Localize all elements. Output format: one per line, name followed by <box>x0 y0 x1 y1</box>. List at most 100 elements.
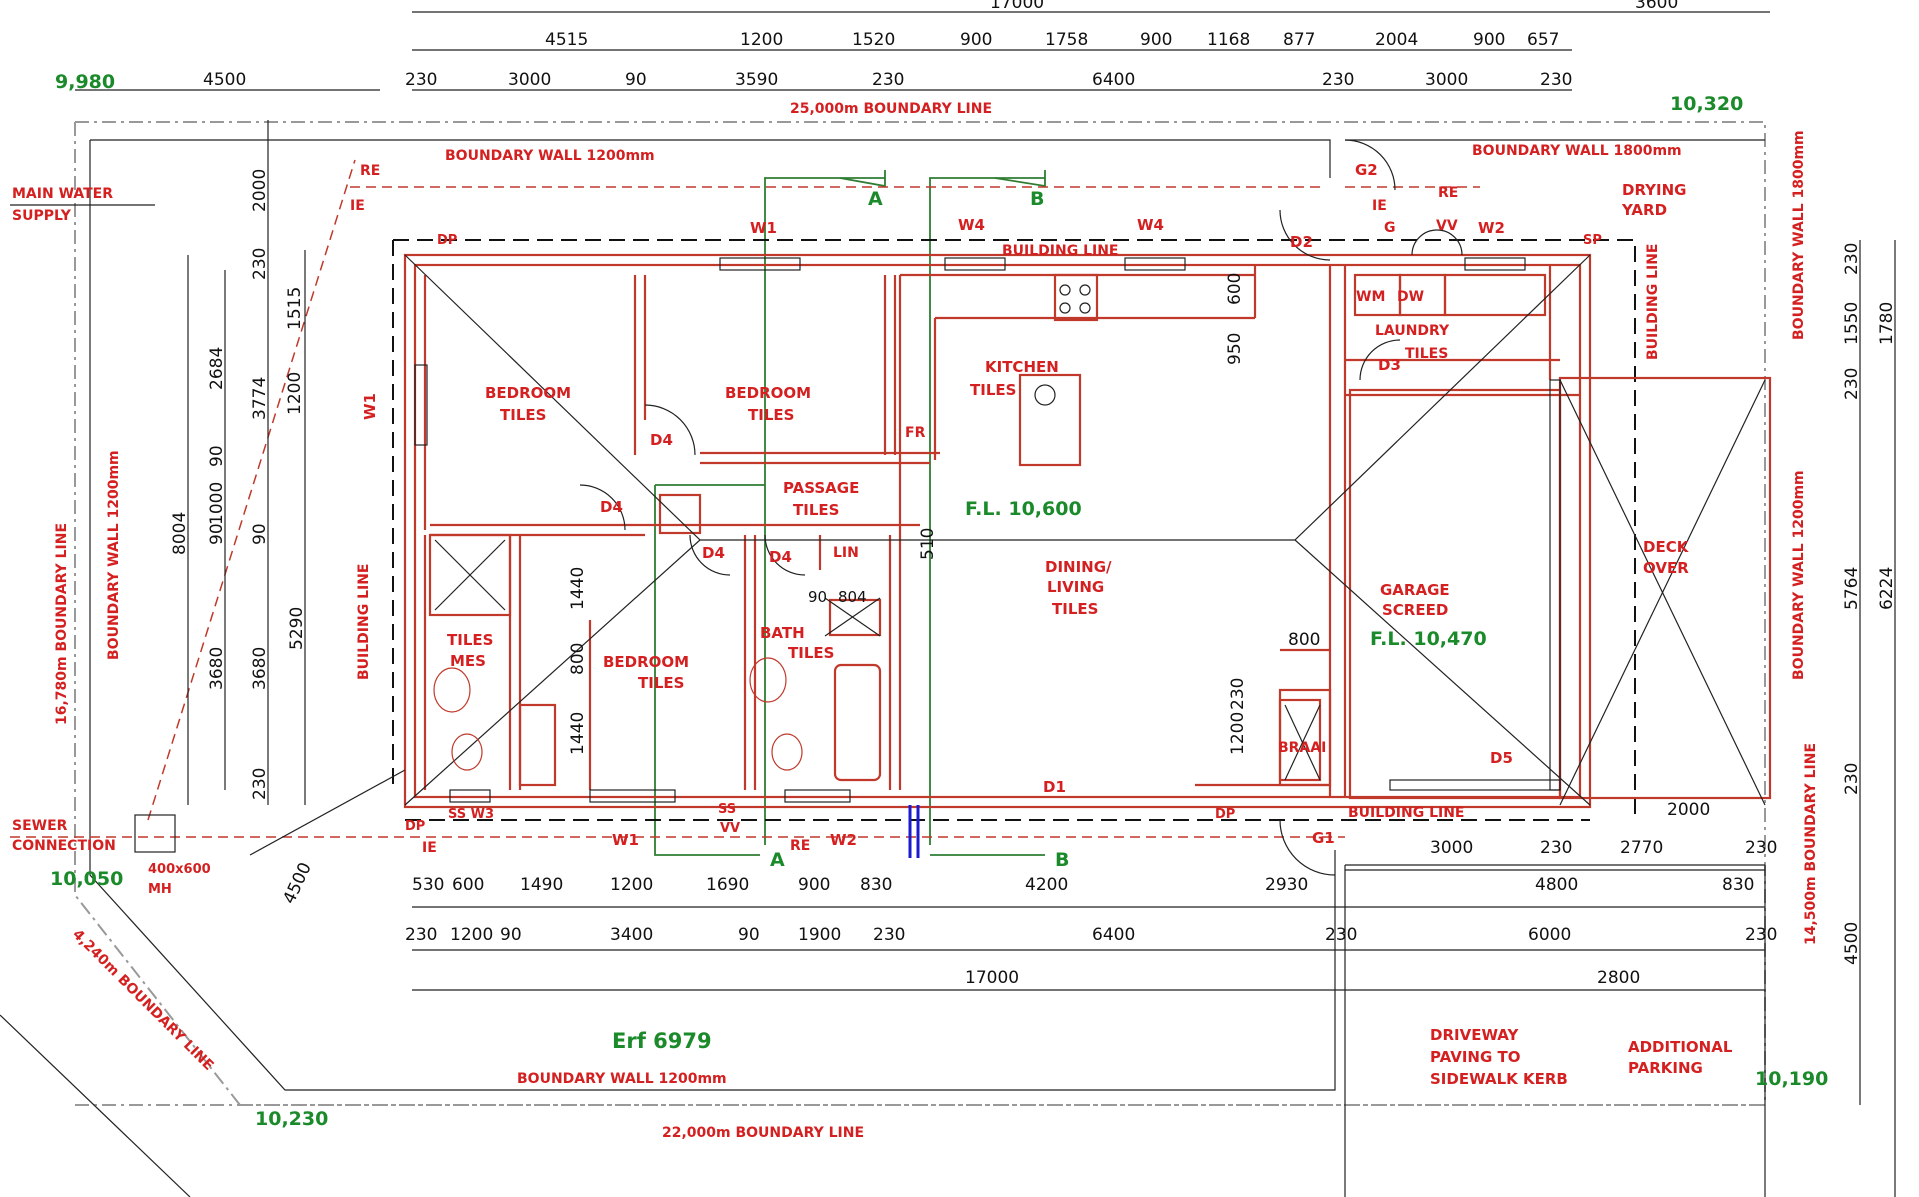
section-a-bottom: A <box>770 849 785 871</box>
dim-bottom-right-total: 2800 <box>1597 968 1640 988</box>
door-d1: D1 <box>1043 778 1066 796</box>
dim-t2-6: 230 <box>1322 70 1354 90</box>
soil-pipe-label: SP <box>1583 233 1602 248</box>
room-6-l1: TILES <box>447 631 493 649</box>
gate-g2: G2 <box>1355 161 1378 179</box>
dim-t1-10: 657 <box>1527 30 1559 50</box>
dim-in-10: 804 <box>838 588 867 606</box>
dim-br2-0: 6000 <box>1528 925 1571 945</box>
dim-t2-7: 3000 <box>1425 70 1468 90</box>
dim-t1-2: 1520 <box>852 30 895 50</box>
room-8-l2: TILES <box>788 644 834 662</box>
dim-b2-3: 3400 <box>610 925 653 945</box>
re-laundry-label: RE <box>1438 185 1458 201</box>
room-labels: BEDROOM TILES BEDROOM TILES KITCHEN TILE… <box>447 181 1733 1088</box>
west-boundary-label: 16,780m BOUNDARY LINE <box>54 523 70 725</box>
room-10-l2: SCREED <box>1382 601 1448 619</box>
dim-lv-6: 8004 <box>170 512 190 555</box>
dim-top-offset: 4500 <box>203 70 246 90</box>
boundary-walls <box>89 139 1766 1197</box>
manhole-label-1: 400x600 <box>148 862 211 877</box>
boundary-wall-ne: BOUNDARY WALL 1800mm <box>1472 143 1682 159</box>
room-14-l1: ADDITIONAL <box>1628 1038 1733 1056</box>
room-11-l1: DECK <box>1643 538 1690 556</box>
dim-t2-5: 6400 <box>1092 70 1135 90</box>
dim-b1-1: 600 <box>452 875 484 895</box>
dim-br0-3: 230 <box>1745 838 1777 858</box>
dim-rv-5: 6224 <box>1877 567 1897 610</box>
vv-label: VV <box>720 821 740 836</box>
dim-br1-1: 830 <box>1722 875 1754 895</box>
downpipe-s-label: DP <box>1215 807 1235 822</box>
sewer-label-2: CONNECTION <box>12 838 116 854</box>
room-11-l2: OVER <box>1643 559 1689 577</box>
dim-br0-0: 3000 <box>1430 838 1473 858</box>
dim-lv-12: 3680 <box>207 647 227 690</box>
dim-br0-1: 230 <box>1540 838 1572 858</box>
dim-in-0: 1440 <box>568 567 588 610</box>
dim-b2-7: 6400 <box>1092 925 1135 945</box>
boundary-wall-east-bottom: BOUNDARY WALL 1200mm <box>1791 470 1807 680</box>
re-top-label: RE <box>360 163 380 179</box>
room-6-l2: MES <box>450 652 486 670</box>
room-4-l1: PASSAGE <box>783 479 859 497</box>
room-5-l3: TILES <box>1052 600 1098 618</box>
dim-top-total: 17000 <box>990 0 1044 13</box>
dim-t1-6: 1168 <box>1207 30 1250 50</box>
manhole-label-2: MH <box>148 882 172 897</box>
main-water-label-1: MAIN WATER <box>12 186 113 202</box>
door-swings <box>433 139 1463 876</box>
room-14-l2: PARKING <box>1628 1059 1703 1077</box>
ie-bottom-label: IE <box>422 840 437 856</box>
window-w1-left: W1 <box>361 393 379 420</box>
window-w2-bottom: W2 <box>830 831 857 849</box>
dim-lv-14: 230 <box>250 768 270 800</box>
room-13-l1: DRIVEWAY <box>1430 1026 1519 1044</box>
boundary-wall-west: BOUNDARY WALL 1200mm <box>106 450 122 660</box>
north-boundary-label: 25,000m BOUNDARY LINE <box>790 101 992 117</box>
dim-b2-1: 1200 <box>450 925 493 945</box>
east-boundary-label: 14,500m BOUNDARY LINE <box>1803 743 1819 945</box>
dim-b2-4: 90 <box>738 925 760 945</box>
dim-b2-2: 90 <box>500 925 522 945</box>
dim-rv-2: 1780 <box>1877 302 1897 345</box>
section-b-top: B <box>1030 188 1044 210</box>
room-4-l2: TILES <box>793 501 839 519</box>
dim-b1-0: 530 <box>412 875 444 895</box>
room-1-l1: BEDROOM <box>485 384 571 402</box>
dim-br2-1: 230 <box>1745 925 1777 945</box>
dim-in-2: 1440 <box>568 712 588 755</box>
dimension-text: 17000 3600 4515 1200 1520 900 1758 900 1… <box>170 0 1897 988</box>
door-d2: D2 <box>1290 233 1313 251</box>
room-2-l1: BEDROOM <box>725 384 811 402</box>
dim-t1-3: 900 <box>960 30 992 50</box>
level-nw: 9,980 <box>55 71 115 93</box>
room-10-l1: GARAGE <box>1380 581 1450 599</box>
door-d4-c: D4 <box>702 544 725 562</box>
building-line-ne: BUILDING LINE <box>1645 244 1661 361</box>
room-5-l2: LIVING <box>1047 578 1104 596</box>
dim-b1-3: 1200 <box>610 875 653 895</box>
dim-t2-4: 230 <box>872 70 904 90</box>
room-9-l2: TILES <box>1405 346 1448 362</box>
dim-br0-2: 2770 <box>1620 838 1663 858</box>
house-walls <box>403 253 1772 809</box>
boundary-wall-north: BOUNDARY WALL 1200mm <box>445 148 655 164</box>
dim-lv-1: 230 <box>250 248 270 280</box>
building-line-top: BUILDING LINE <box>1002 243 1119 259</box>
dim-in-7: 230 <box>1228 678 1248 710</box>
dim-lv-9: 90 <box>207 523 227 545</box>
dim-t2-0: 230 <box>405 70 437 90</box>
dim-in-5: 510 <box>918 528 938 560</box>
dim-rv-7: 4500 <box>1842 922 1862 965</box>
dim-rv-4: 5764 <box>1842 567 1862 610</box>
dim-b2-5: 1900 <box>798 925 841 945</box>
dim-t2-1: 3000 <box>508 70 551 90</box>
downpipe-nw-label: DP <box>437 233 457 248</box>
level-sw: 10,050 <box>50 868 123 890</box>
room-3-l2: TILES <box>970 381 1016 399</box>
room-13-l3: SIDEWALK KERB <box>1430 1070 1568 1088</box>
dimension-lines <box>75 11 1896 1197</box>
roof-diagonals <box>0 254 1766 1197</box>
door-d4-a: D4 <box>650 431 673 449</box>
